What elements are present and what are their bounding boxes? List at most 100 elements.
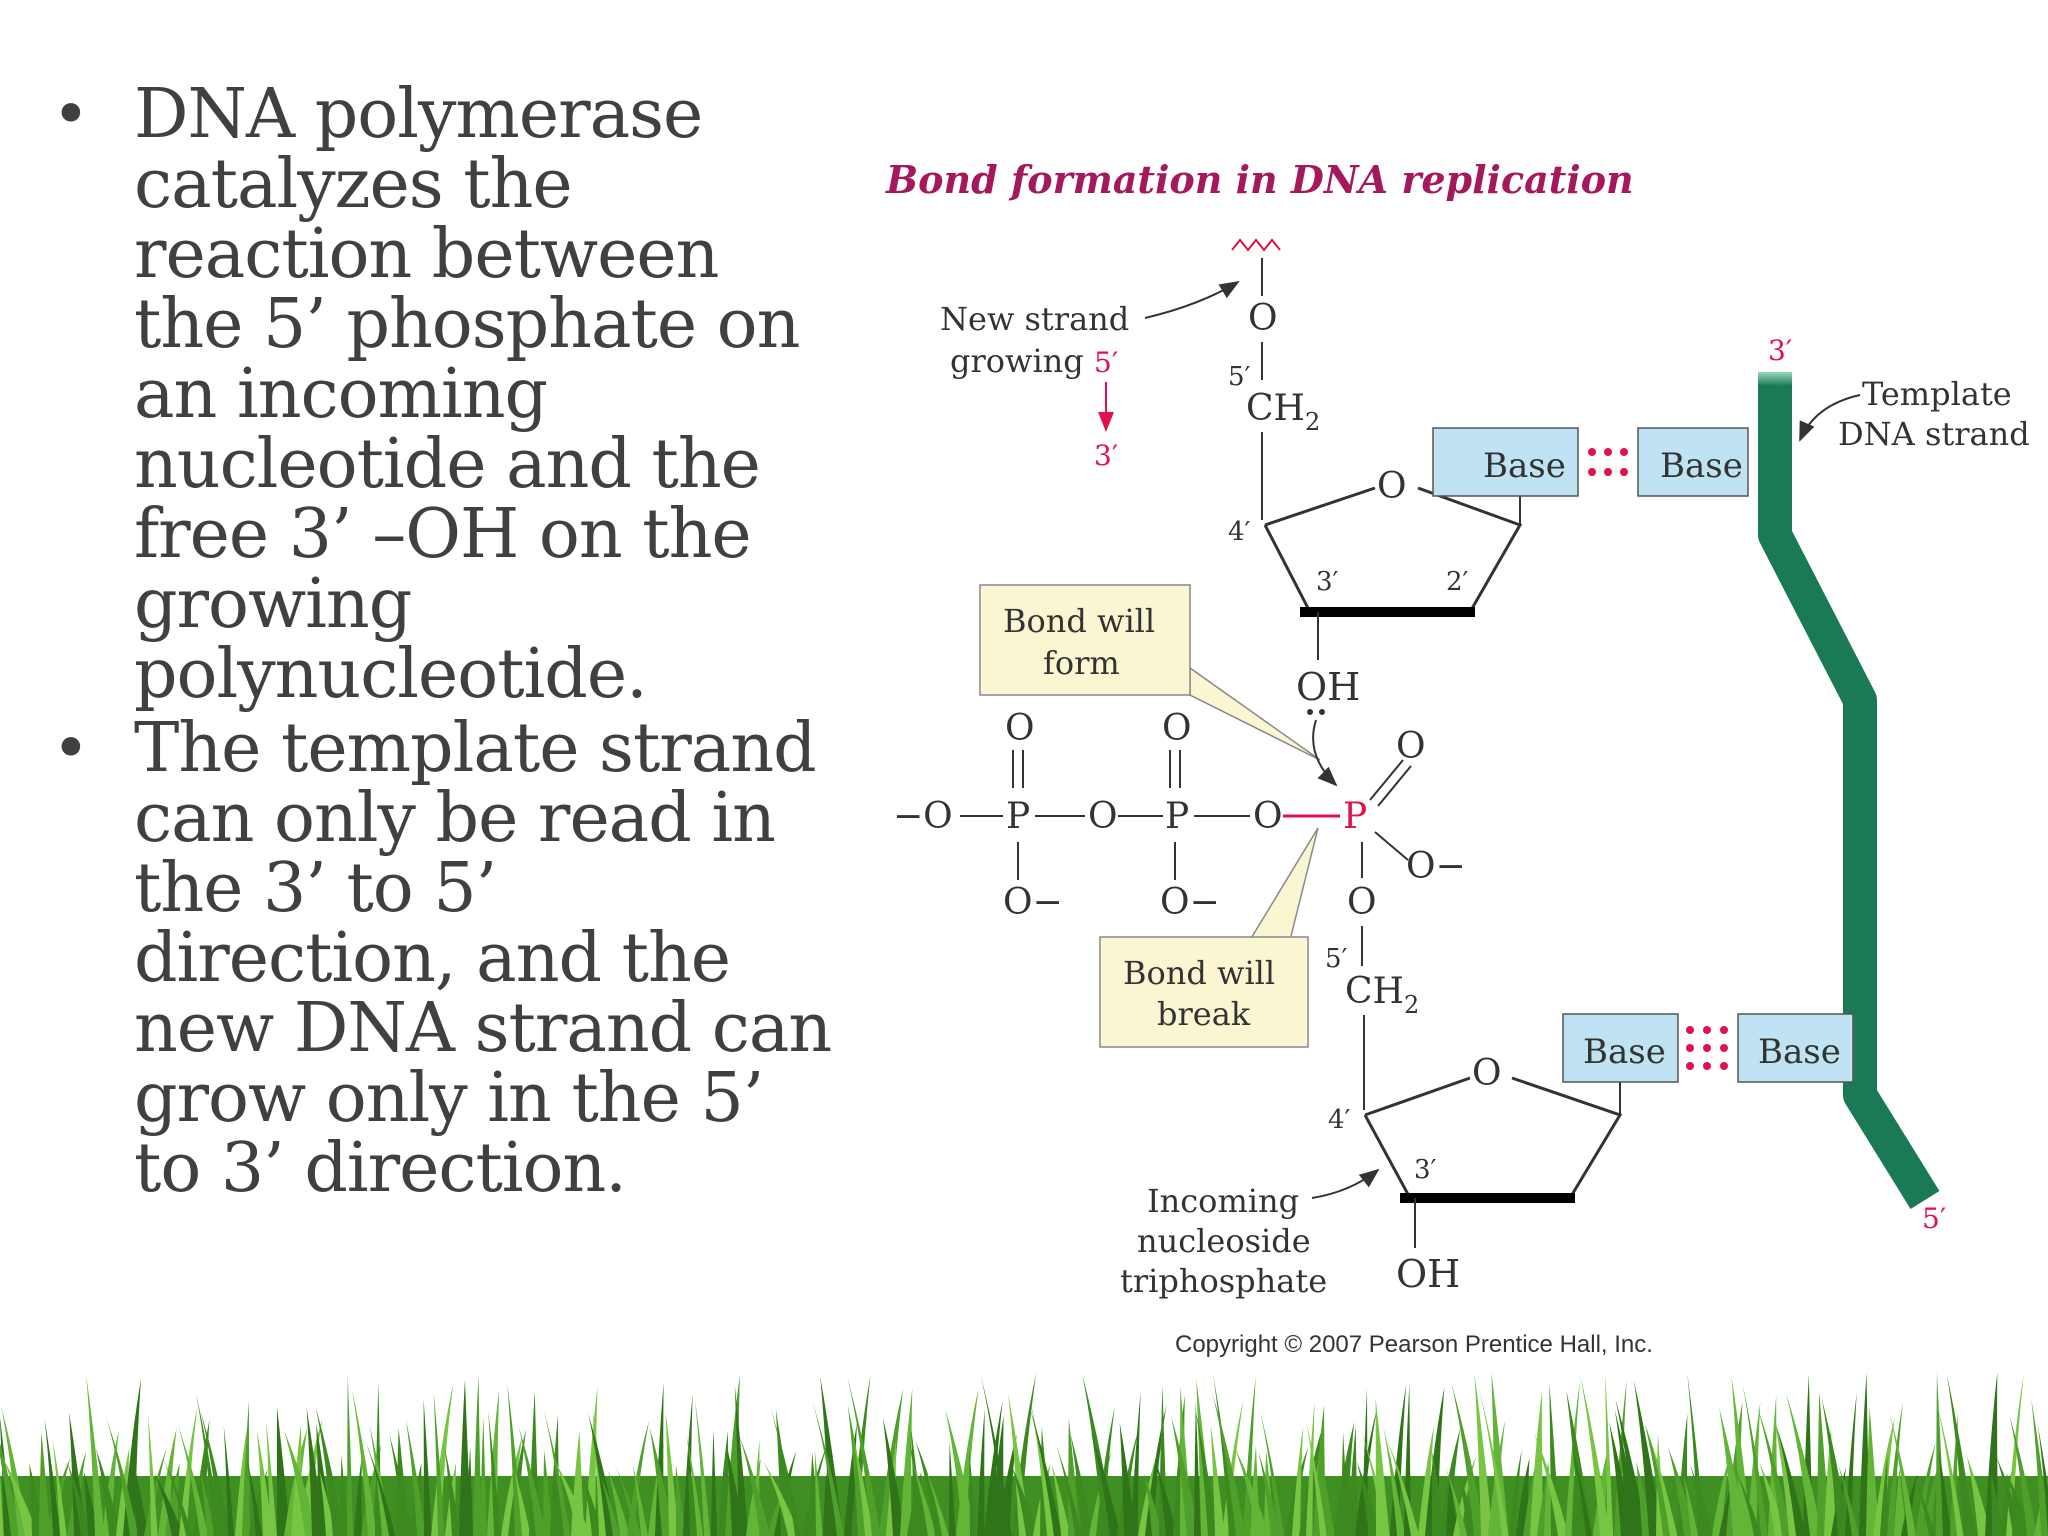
grass-blade — [1234, 1446, 1270, 1536]
atom-o-alpha-dbl: O — [1396, 726, 1426, 767]
grass-blade — [1361, 1430, 1390, 1536]
grass-blade — [763, 1461, 800, 1536]
base-label: Base — [1483, 446, 1566, 486]
sugar-ring-lower — [1363, 1076, 1623, 1200]
new-strand-label-line2: growing — [950, 342, 1084, 380]
grass-blade — [607, 1470, 630, 1536]
direction-3prime: 3′ — [1094, 439, 1118, 472]
template-strand-end — [1758, 372, 1792, 386]
grass-blade — [1011, 1465, 1039, 1536]
atom-o-dbl1: O — [1005, 708, 1035, 749]
grass-blade — [1306, 1401, 1315, 1536]
grass-blade — [1356, 1461, 1381, 1536]
grass-blade — [812, 1402, 845, 1536]
grass-blade — [1530, 1391, 1544, 1536]
grass-blade — [1292, 1426, 1304, 1536]
diagram-title: Bond formation in DNA replication — [885, 157, 1634, 202]
grass-blade — [473, 1375, 482, 1536]
atom-o-minus-alpha: O− — [1406, 846, 1466, 887]
grass-blade — [177, 1424, 209, 1536]
atom-ch2-lower: CH2 — [1345, 971, 1419, 1019]
atom-minus-o: −O — [893, 796, 953, 837]
grass-blade — [1383, 1427, 1405, 1536]
grass-blade — [1633, 1380, 1663, 1536]
base-label: Base — [1660, 446, 1743, 486]
grass-blade — [1446, 1468, 1468, 1536]
grass-blade — [1866, 1407, 1880, 1536]
grass-blade — [1580, 1374, 1610, 1536]
atom-o-dbl2: O — [1162, 708, 1192, 749]
grass-blade — [991, 1415, 1005, 1536]
grass-blade — [739, 1436, 771, 1536]
grass-blade — [770, 1407, 802, 1536]
bond-break-callout — [1099, 936, 1309, 1048]
grass-blade — [945, 1409, 977, 1536]
label-5prime-lower: 5′ — [1325, 944, 1348, 974]
grass-blade — [1880, 1456, 1889, 1536]
bullet-list: •DNA polymerase catalyzes the reaction b… — [48, 80, 838, 1208]
grass-blade — [1474, 1373, 1493, 1536]
bullet-item: •DNA polymerase catalyzes the reaction b… — [48, 80, 838, 710]
new-strand-arrow — [1144, 280, 1240, 319]
grass-blade — [1418, 1425, 1434, 1536]
grass-blade — [1966, 1455, 1992, 1536]
grass-blade — [949, 1441, 956, 1536]
grass-blade — [969, 1449, 977, 1536]
bullet-glyph: • — [52, 712, 90, 786]
grass-blade — [1258, 1451, 1280, 1536]
hydrogen-bonds-upper — [1588, 448, 1628, 476]
grass-blade — [847, 1376, 881, 1536]
grass-blade — [734, 1384, 749, 1536]
strand-continuation-mark — [1231, 238, 1281, 252]
atom-o-ring-upper: O — [1377, 466, 1407, 507]
grass-blade — [405, 1419, 426, 1536]
grass-blade — [223, 1425, 235, 1536]
grass-blade — [1212, 1392, 1246, 1536]
grass-blade — [365, 1441, 396, 1536]
grass-blade — [518, 1427, 546, 1536]
grass-blade — [882, 1417, 906, 1536]
grass-blade — [1938, 1450, 1952, 1536]
grass-blade — [266, 1420, 277, 1536]
label-5prime-upper: 5′ — [1228, 362, 1251, 392]
grass-blade — [1212, 1373, 1236, 1536]
bullet-text: The template strand can only be read in … — [134, 709, 832, 1208]
template-label-arrow — [1799, 394, 1861, 442]
grass-blade — [444, 1447, 461, 1536]
grass-blades — [0, 1371, 2048, 1536]
grass-blade — [347, 1375, 354, 1536]
direction-5prime: 5′ — [1094, 346, 1118, 379]
grass-blade — [852, 1435, 874, 1536]
grass-blade — [1571, 1444, 1593, 1536]
grass-blade — [0, 1442, 21, 1536]
grass-blade — [694, 1399, 711, 1536]
grass-blade — [1090, 1431, 1121, 1536]
grass-blade — [814, 1449, 823, 1536]
grass-blade — [1956, 1469, 1979, 1536]
grass-blade — [980, 1373, 1012, 1536]
grass-blade — [1566, 1389, 1593, 1536]
grass-blade — [1210, 1424, 1225, 1536]
template-label-line2: DNA strand — [1838, 415, 2030, 453]
grass-blade — [1030, 1399, 1055, 1536]
grass-blade — [1889, 1413, 1917, 1536]
grass-blade — [582, 1473, 603, 1536]
grass-footer — [0, 1371, 2048, 1536]
grass-blade — [1838, 1463, 1859, 1536]
incoming-label-line3: triphosphate — [1120, 1262, 1327, 1300]
grass-blade — [649, 1427, 675, 1536]
label-2prime-upper: 2′ — [1446, 567, 1469, 597]
grass-blade — [1689, 1463, 1714, 1536]
grass-blade — [148, 1414, 158, 1536]
grass-blade — [354, 1456, 362, 1536]
grass-blade — [1195, 1410, 1218, 1536]
grass-blade — [466, 1446, 474, 1536]
grass-blade — [1144, 1473, 1163, 1536]
grass-blade — [106, 1417, 139, 1536]
base-label: Base — [1758, 1032, 1841, 1072]
grass-blade — [543, 1450, 554, 1536]
grass-blade — [1682, 1473, 1699, 1536]
grass-blade — [1194, 1402, 1201, 1536]
grass-blade — [1824, 1428, 1837, 1536]
grass-blade — [911, 1460, 937, 1536]
